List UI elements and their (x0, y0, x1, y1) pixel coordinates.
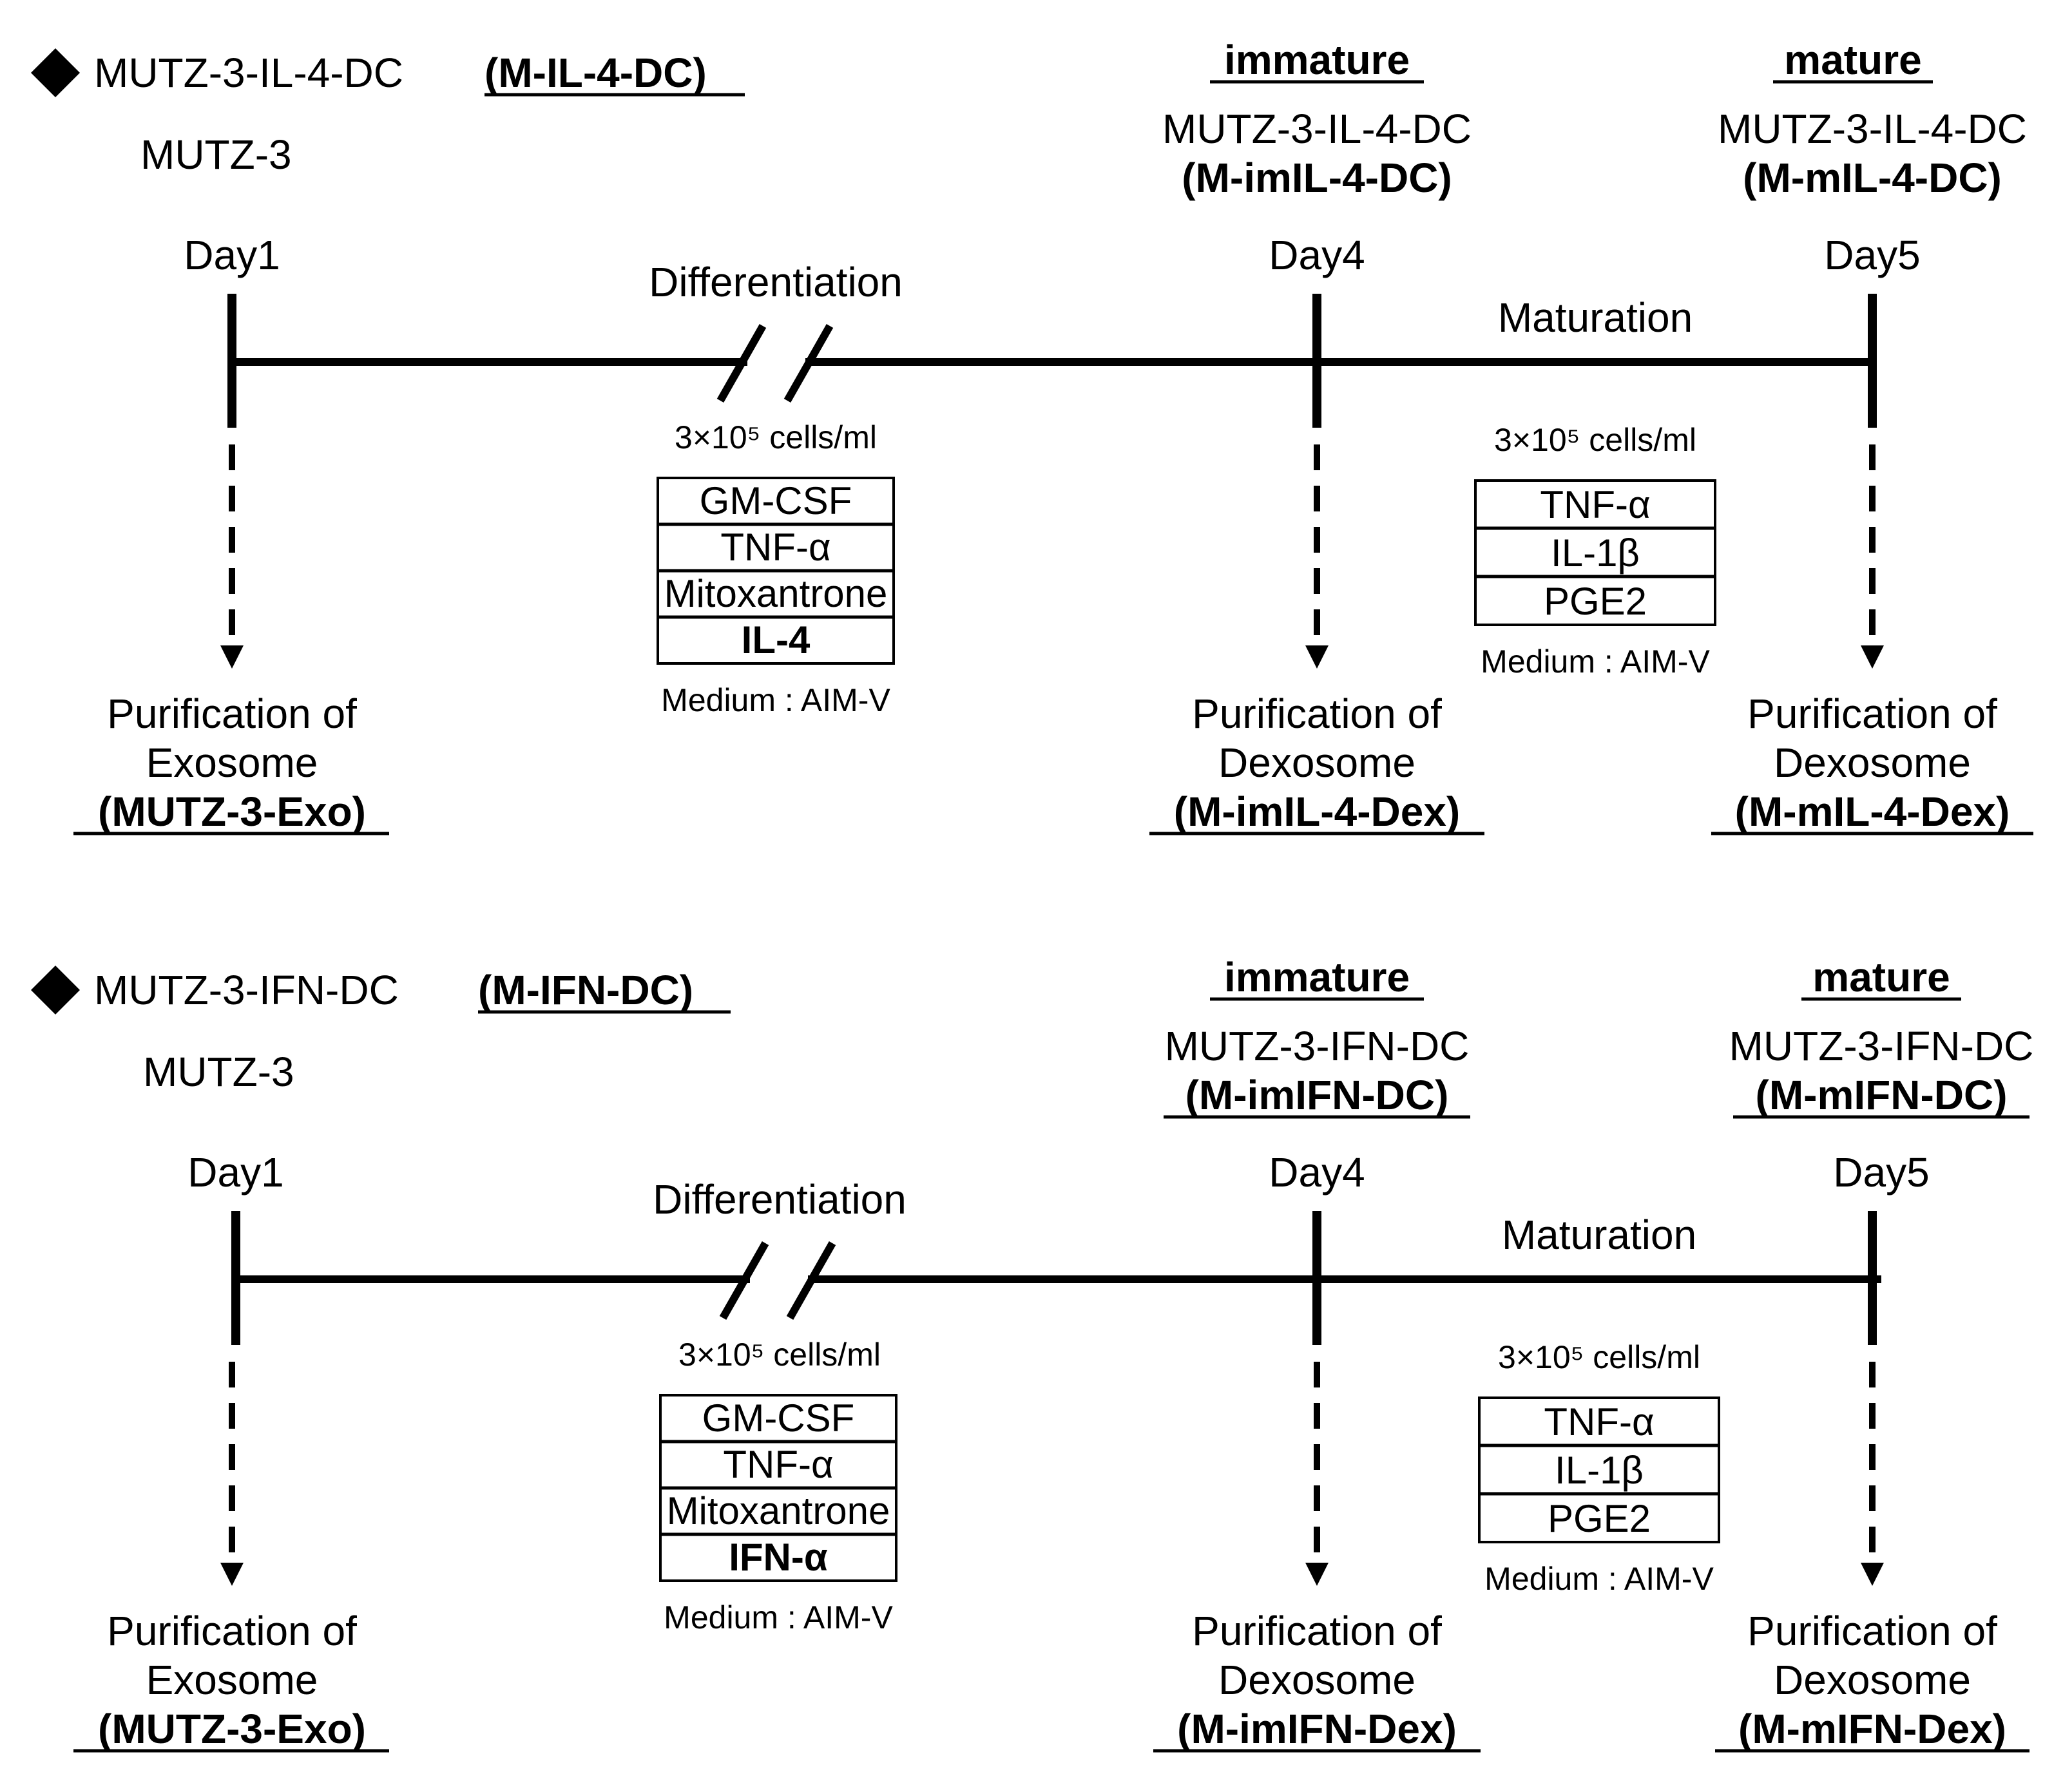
stage-immature-label: immature (1224, 37, 1410, 83)
factor-cell: PGE2 (1548, 1497, 1651, 1540)
medium-label: Medium : AIM-V (1481, 643, 1710, 680)
purification-label: Purification of (107, 691, 357, 737)
purification-abbr: (MUTZ-3-Exo) (98, 788, 366, 835)
panel-heading: MUTZ-3-IL-4-DC (94, 50, 403, 96)
day-start-label: Day1 (184, 232, 280, 278)
purification-target: Exosome (146, 739, 318, 786)
break-mark (786, 1241, 836, 1320)
diamond-bullet-icon (31, 48, 80, 97)
purification-target: Dexosome (1774, 1657, 1971, 1703)
medium-label: Medium : AIM-V (1484, 1561, 1714, 1597)
purification-label: Purification of (1192, 1608, 1442, 1654)
phase-maturation-label: Maturation (1498, 294, 1693, 341)
factor-cell: IL-4 (742, 618, 811, 662)
factor-table-border (1478, 1396, 1720, 1543)
immature-abbr: (M-imIL-4-DC) (1182, 155, 1452, 201)
break-mark (716, 324, 767, 403)
stage-mature-label: mature (1812, 954, 1950, 1000)
factor-table: GM-CSF TNF-α Mitoxantrone IL-4 (657, 477, 895, 665)
purification-abbr: (M-imIFN-Dex) (1177, 1706, 1457, 1752)
purification-label: Purification of (1747, 691, 1997, 737)
factor-table: GM-CSF TNF-α Mitoxantrone IFN-α (659, 1394, 897, 1582)
day-mid-label: Day4 (1269, 1149, 1365, 1196)
factor-cell: TNF-α (720, 526, 830, 569)
immature-abbr: (M-imIFN-DC) (1185, 1072, 1449, 1118)
panel-ifn: MUTZ-3-IFN-DC (M-IFN-DC) MUTZ-3 Day1 Day… (31, 954, 2034, 1753)
panel-il4: MUTZ-3-IL-4-DC (M-IL-4-DC) MUTZ-3 Day1 D… (31, 37, 2033, 835)
factor-cell: TNF-α (723, 1443, 833, 1486)
day-end-label: Day5 (1833, 1149, 1929, 1196)
panel-heading-abbr: (M-IFN-DC) (478, 967, 693, 1013)
purification-abbr: (M-imIL-4-Dex) (1174, 788, 1460, 835)
factor-table: TNF-α IL-1β PGE2 (1478, 1396, 1720, 1543)
immature-name: MUTZ-3-IL-4-DC (1162, 106, 1472, 152)
factor-cell: IFN-α (729, 1536, 828, 1579)
stage-immature-label: immature (1224, 954, 1410, 1000)
purification-label: Purification of (1192, 691, 1442, 737)
mature-name: MUTZ-3-IL-4-DC (1718, 106, 2027, 152)
day-mid-label: Day4 (1269, 232, 1365, 278)
purification-abbr: (M-mIL-4-Dex) (1735, 788, 2010, 835)
day-start-label: Day1 (187, 1149, 283, 1196)
factor-cell: TNF-α (1540, 483, 1650, 526)
panel-heading-abbr: (M-IL-4-DC) (485, 50, 707, 96)
mature-name: MUTZ-3-IFN-DC (1729, 1023, 2034, 1069)
purification-target: Dexosome (1218, 739, 1415, 786)
cell-density-label: 3×10⁵ cells/ml (678, 1337, 881, 1373)
diamond-bullet-icon (31, 966, 80, 1015)
medium-label: Medium : AIM-V (664, 1599, 893, 1635)
purification-target: Dexosome (1774, 739, 1971, 786)
factor-cell: Mitoxantrone (667, 1489, 890, 1532)
start-cell-label: MUTZ-3 (143, 1049, 294, 1095)
purification-label: Purification of (1747, 1608, 1997, 1654)
factor-cell: TNF-α (1544, 1400, 1654, 1444)
immature-name: MUTZ-3-IFN-DC (1165, 1023, 1470, 1069)
factor-table-border (1474, 479, 1716, 626)
factor-cell: GM-CSF (702, 1396, 855, 1440)
phase-differentiation-label: Differentiation (653, 1176, 907, 1223)
factor-cell: PGE2 (1544, 580, 1647, 623)
factor-cell: GM-CSF (700, 479, 852, 522)
medium-label: Medium : AIM-V (661, 682, 890, 718)
factor-cell: Mitoxantrone (664, 572, 888, 615)
purification-label: Purification of (107, 1608, 357, 1654)
purification-abbr: (M-mIFN-Dex) (1738, 1706, 2006, 1752)
purification-target: Exosome (146, 1657, 318, 1703)
mature-abbr: (M-mIL-4-DC) (1743, 155, 2002, 201)
break-mark (783, 324, 834, 403)
factor-table: TNF-α IL-1β PGE2 (1474, 479, 1716, 626)
purification-abbr: (MUTZ-3-Exo) (98, 1706, 366, 1752)
start-cell-label: MUTZ-3 (140, 131, 292, 178)
factor-cell: IL-1β (1555, 1449, 1644, 1492)
factor-cell: IL-1β (1551, 531, 1640, 575)
stage-mature-label: mature (1784, 37, 1921, 83)
cell-density-label: 3×10⁵ cells/ml (1498, 1339, 1700, 1375)
day-end-label: Day5 (1824, 232, 1920, 278)
purification-target: Dexosome (1218, 1657, 1415, 1703)
phase-maturation-label: Maturation (1502, 1212, 1696, 1258)
cell-density-label: 3×10⁵ cells/ml (1494, 422, 1696, 458)
break-mark (719, 1241, 769, 1320)
phase-differentiation-label: Differentiation (649, 259, 903, 305)
cell-density-label: 3×10⁵ cells/ml (675, 419, 877, 455)
mature-abbr: (M-mIFN-DC) (1756, 1072, 2008, 1118)
panel-heading: MUTZ-3-IFN-DC (94, 967, 399, 1013)
